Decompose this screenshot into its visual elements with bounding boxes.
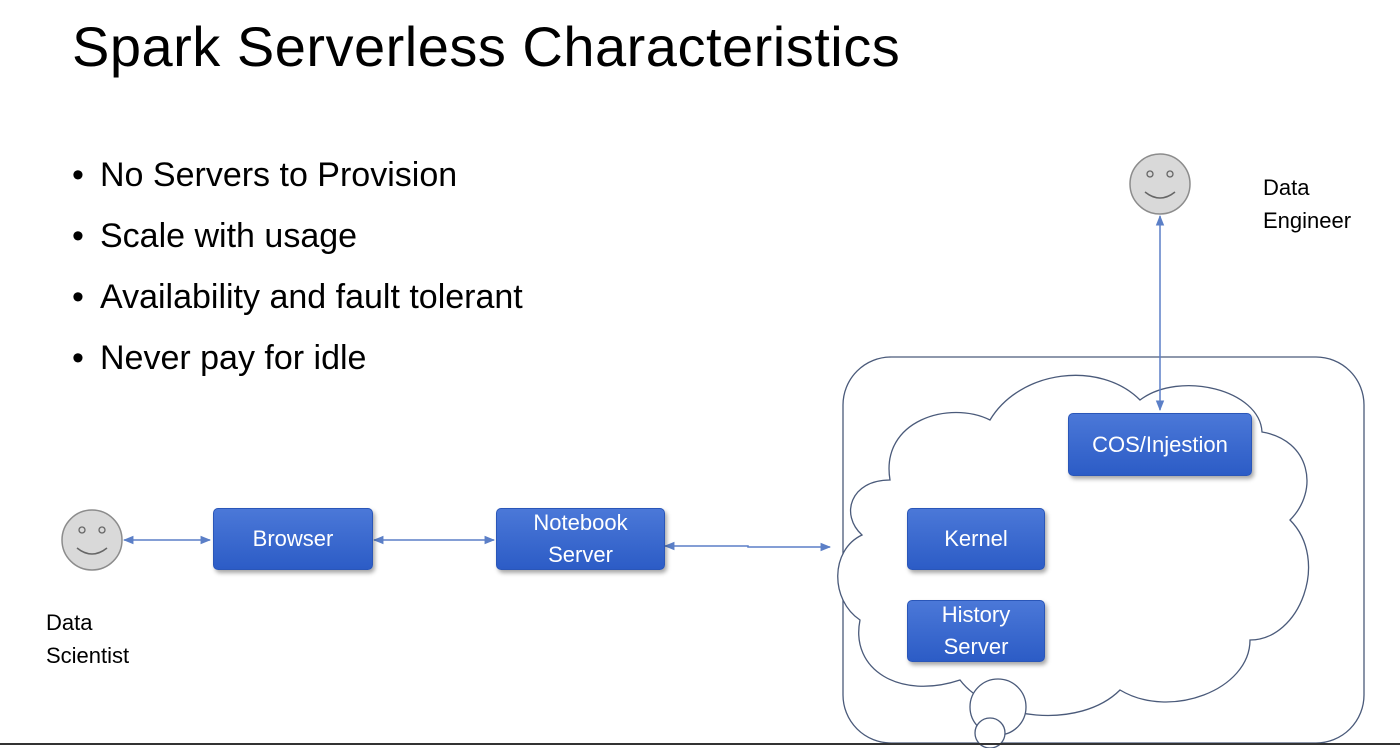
cos-injestion-node: COS/Injestion (1068, 413, 1252, 476)
smiley-face-icon (61, 509, 123, 571)
bullet-item: •Availability and fault tolerant (72, 274, 523, 335)
history-server-node: History Server (907, 600, 1045, 662)
notebook-server-node: Notebook Server (496, 508, 665, 570)
smiley-face-icon (1129, 153, 1191, 215)
bullet-item: •Scale with usage (72, 213, 523, 274)
slide-title: Spark Serverless Characteristics (72, 15, 901, 78)
bullet-item: •No Servers to Provision (72, 152, 523, 213)
bullet-dot: • (72, 156, 84, 194)
bottom-divider (0, 743, 1400, 745)
browser-node: Browser (213, 508, 373, 570)
data-scientist-label: Data Scientist (46, 610, 130, 668)
data-engineer-label: Data Engineer (1263, 175, 1352, 233)
kernel-node: Kernel (907, 508, 1045, 570)
thought-bubble-small (974, 717, 1006, 748)
bullet-dot: • (72, 339, 84, 377)
bullet-item: •Never pay for idle (72, 335, 523, 396)
bullet-dot: • (72, 217, 84, 255)
bullet-dot: • (72, 278, 84, 316)
connector-notebook-cloud (663, 541, 832, 552)
characteristics-list: •No Servers to Provision •Scale with usa… (72, 152, 523, 396)
